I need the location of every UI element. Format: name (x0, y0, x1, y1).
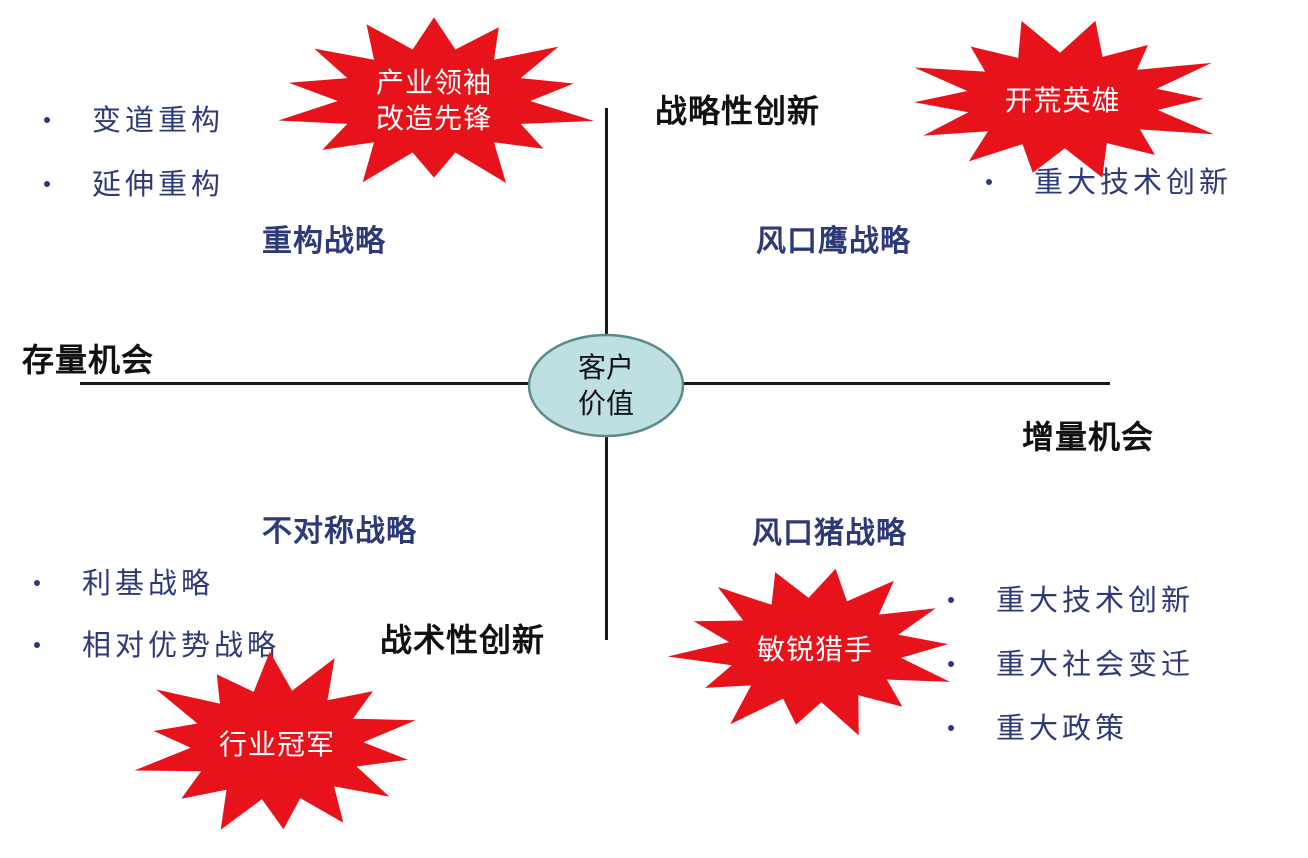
bullet-list-top-left: 变道重构 延伸重构 (44, 88, 224, 216)
star-label: 敏锐猎手 (756, 633, 873, 666)
vertical-axis-bottom (605, 425, 608, 640)
quadrant-title-top-left: 重构战略 (262, 224, 386, 259)
list-item: 相对优势战略 (34, 614, 280, 676)
list-item: 利基战略 (34, 552, 280, 614)
list-item: 重大技术创新 (948, 568, 1194, 632)
axis-label-right: 增量机会 (1022, 418, 1155, 456)
bullet-list-bottom-left: 利基战略 相对优势战略 (34, 552, 280, 676)
star-label: 开荒英雄 (1004, 83, 1121, 117)
starburst-icon (134, 651, 416, 830)
list-item: 重大社会变迁 (948, 632, 1194, 696)
quadrant-title-bottom-left: 不对称战略 (262, 514, 417, 549)
quadrant-title-bottom-right: 风口猪战略 (752, 516, 907, 551)
bullet-list-top-right: 重大技术创新 (986, 150, 1232, 214)
axis-label-top: 战略性创新 (655, 92, 821, 130)
starburst-icon (278, 17, 594, 183)
axis-label-left: 存量机会 (22, 341, 155, 379)
quadrant-title-top-right: 风口鹰战略 (756, 224, 911, 259)
axis-label-bottom: 战术性创新 (380, 621, 546, 659)
star-burst-bottom-right: 敏锐猎手 (665, 560, 965, 740)
star-label: 产业领袖 改造先锋 (375, 66, 492, 135)
list-item: 重大技术创新 (986, 150, 1232, 214)
star-burst-bottom-left: 行业冠军 (128, 650, 426, 840)
list-item: 变道重构 (44, 88, 224, 152)
center-label: 客户 价值 (577, 350, 634, 420)
starburst-icon (914, 20, 1214, 178)
vertical-axis-top (605, 108, 608, 348)
bullet-list-bottom-right: 重大技术创新 重大社会变迁 重大政策 (948, 568, 1194, 760)
center-ellipse (527, 333, 685, 438)
list-item: 重大政策 (948, 696, 1194, 760)
center-node: 客户 价值 (527, 333, 685, 438)
list-item: 延伸重构 (44, 152, 224, 216)
star-burst-top-left: 产业领袖 改造先锋 (268, 10, 600, 192)
star-burst-top-right: 开荒英雄 (895, 18, 1230, 183)
starburst-icon (667, 568, 950, 736)
star-label: 行业冠军 (218, 728, 335, 761)
